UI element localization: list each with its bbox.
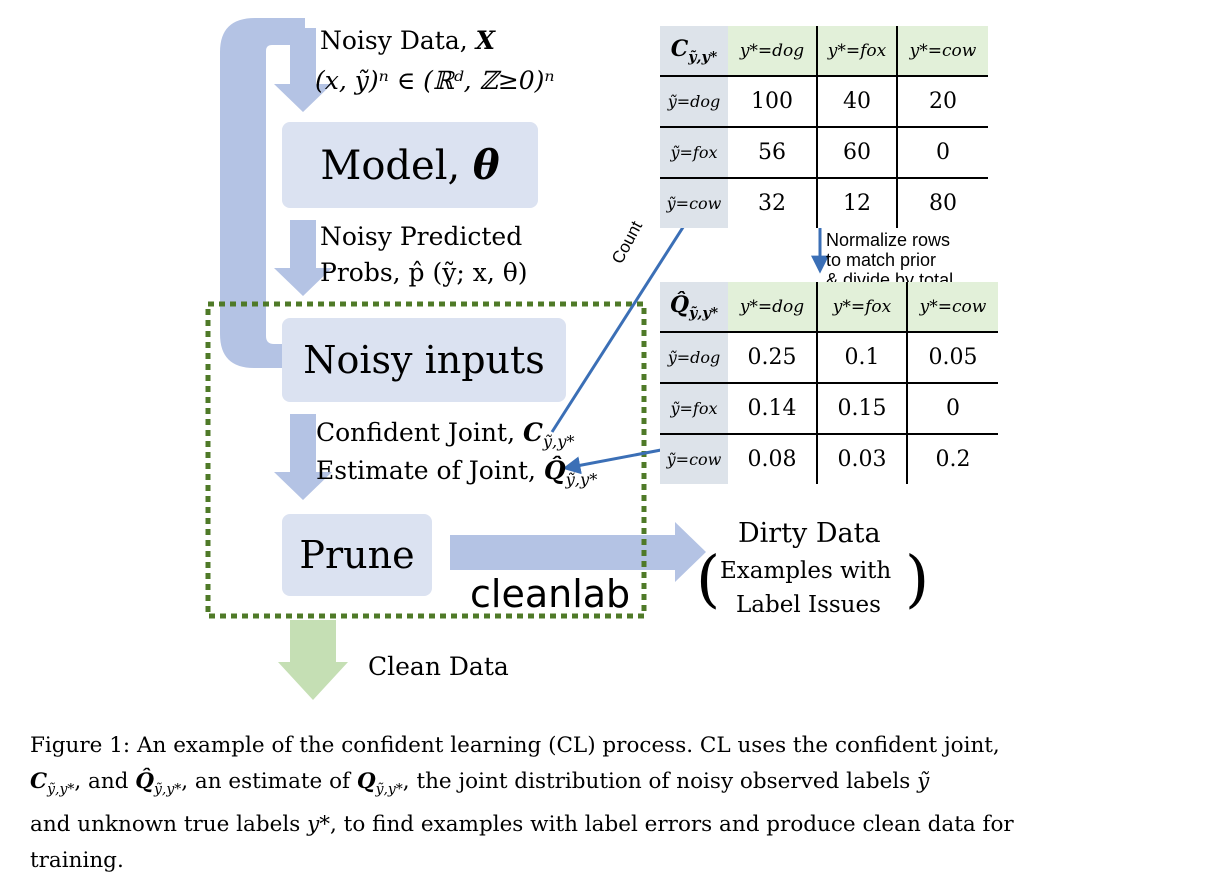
cj-row-label: ỹ=cow: [660, 178, 728, 228]
cj-row-label: ỹ=dog: [660, 76, 728, 128]
dirty-paren-left: (: [696, 542, 721, 615]
normalize-line1: Normalize rows: [826, 230, 951, 250]
cj-cell: 60: [816, 127, 897, 179]
qj-cell: 0.14: [728, 383, 817, 435]
cj-col-header: y*=dog: [728, 26, 817, 77]
dirty-paren-right: ): [905, 542, 930, 615]
qj-col-header: y*=cow: [906, 282, 998, 333]
qj-cell: 0.25: [728, 332, 817, 384]
cj-cell: 0: [896, 127, 988, 179]
table-row: ỹ=fox 56 60 0: [660, 127, 988, 179]
estimate-joint-label: Estimate of Joint, Q̂ỹ,y*: [316, 456, 598, 489]
qj-cell: 0.08: [728, 434, 817, 484]
cj-cell: 80: [896, 178, 988, 228]
model-label: Model, θ: [320, 141, 500, 189]
cj-corner: Cỹ,y*: [660, 26, 728, 77]
cj-cell: 32: [728, 178, 817, 228]
probs-line2: Probs, p̂ (ỹ; x, θ): [320, 258, 528, 287]
confident-joint-label: Confident Joint, Cỹ,y*: [316, 418, 575, 451]
cj-row-label: ỹ=fox: [660, 127, 728, 179]
cj-col-header: y*=cow: [896, 26, 988, 77]
qj-cell: 0.03: [816, 434, 907, 484]
cj-cell: 20: [896, 76, 988, 128]
cj-cell: 56: [728, 127, 817, 179]
arrow-inputs-to-prune: [274, 414, 332, 500]
table-row: ỹ=dog 0.25 0.1 0.05: [660, 332, 998, 384]
qj-cell: 0.15: [816, 383, 907, 435]
qj-row-label: ỹ=dog: [660, 332, 728, 384]
prune-label: Prune: [299, 533, 415, 577]
arrow-clean-data: [278, 620, 348, 700]
arrow-model-to-inputs: [274, 220, 332, 296]
dirty-data-sub1: Examples with: [720, 558, 892, 584]
table-row: ỹ=cow 0.08 0.03 0.2: [660, 434, 998, 484]
caption-line4: training.: [30, 848, 124, 874]
table-row: ỹ=fox 0.14 0.15 0: [660, 383, 998, 435]
cj-cell: 12: [816, 178, 897, 228]
input-data-label: Noisy Data, X: [320, 26, 496, 55]
confident-joint-table: Cỹ,y* y*=dog y*=fox y*=cow ỹ=dog 100 40 …: [660, 26, 988, 228]
qj-cell: 0: [906, 383, 998, 435]
normalize-note: Normalize rows to match prior & divide b…: [826, 230, 953, 290]
caption-line2: Cỹ,y*, and Q̂ỹ,y*, an estimate of Qỹ,y*,…: [30, 769, 930, 798]
dirty-data-title: Dirty Data: [738, 518, 881, 549]
qj-col-header: y*=dog: [728, 282, 817, 333]
estimated-joint-table: Q̂ỹ,y* y*=dog y*=fox y*=cow ỹ=dog 0.25 0…: [660, 282, 998, 484]
feedback-loop-shape: [220, 18, 308, 382]
normalize-line2: to match prior: [826, 250, 937, 270]
qj-cell: 0.05: [906, 332, 998, 384]
caption-line3: and unknown true labels y*, to find exam…: [30, 812, 1014, 838]
dirty-data-sub2: Label Issues: [736, 592, 881, 618]
cleanlab-label: cleanlab: [470, 572, 631, 616]
qj-row-label: ỹ=cow: [660, 434, 728, 484]
qj-cell: 0.1: [816, 332, 907, 384]
cj-cell: 100: [728, 76, 817, 128]
qj-corner: Q̂ỹ,y*: [660, 282, 728, 333]
prune-box: Prune: [282, 514, 432, 596]
cj-col-header: y*=fox: [816, 26, 897, 77]
clean-data-label: Clean Data: [368, 652, 509, 681]
cj-cell: 40: [816, 76, 897, 128]
qj-row-label: ỹ=fox: [660, 383, 728, 435]
table-row: ỹ=cow 32 12 80: [660, 178, 988, 228]
table-row: ỹ=dog 100 40 20: [660, 76, 988, 128]
figure-caption: Figure 1: An example of the confident le…: [30, 728, 1182, 879]
model-box: Model, θ: [282, 122, 538, 208]
noisy-inputs-box: Noisy inputs: [282, 318, 566, 402]
qj-cell: 0.2: [906, 434, 998, 484]
probs-line1: Noisy Predicted: [320, 222, 523, 251]
noisy-inputs-label: Noisy inputs: [303, 338, 545, 382]
input-formula: (x, ỹ)ⁿ ∈ (ℝᵈ, ℤ≥0)ⁿ: [315, 66, 555, 95]
qj-col-header: y*=fox: [816, 282, 907, 333]
arrow-data-to-model: [274, 28, 332, 112]
caption-line1: Figure 1: An example of the confident le…: [30, 733, 1000, 758]
